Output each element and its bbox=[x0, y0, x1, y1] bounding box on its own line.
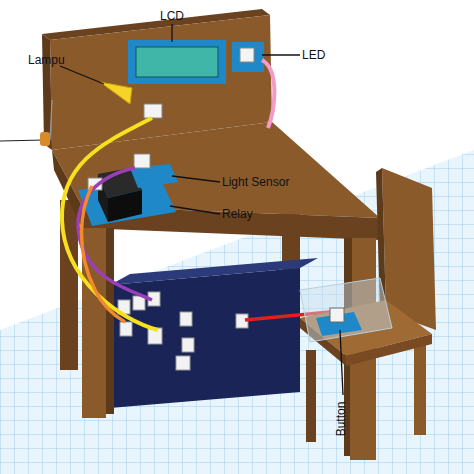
pin-block bbox=[176, 356, 190, 370]
pin-block bbox=[120, 322, 132, 336]
chair-leg bbox=[414, 340, 426, 435]
leader-line bbox=[340, 330, 343, 395]
leader-line bbox=[262, 54, 300, 55]
part-label: LED bbox=[302, 48, 325, 62]
resistor-symbol bbox=[40, 132, 50, 146]
wire bbox=[81, 186, 125, 322]
wire bbox=[50, 100, 52, 140]
chair-leg bbox=[306, 350, 316, 442]
leader-line bbox=[171, 24, 172, 42]
leader-line bbox=[170, 206, 220, 214]
leader-line bbox=[0, 140, 44, 141]
pin-block bbox=[182, 338, 194, 352]
pin-block bbox=[180, 312, 192, 326]
table-leg-side bbox=[106, 228, 114, 414]
lcd-screen bbox=[136, 47, 218, 77]
part-label: Lampu bbox=[28, 53, 65, 67]
connector bbox=[144, 104, 162, 118]
leader-line bbox=[60, 66, 104, 84]
light-sensor bbox=[134, 154, 150, 168]
led-board bbox=[232, 42, 264, 72]
part-label: Relay bbox=[222, 207, 253, 221]
part-label: Light Sensor bbox=[222, 175, 289, 189]
button bbox=[330, 308, 344, 322]
part-label: LCD bbox=[160, 9, 184, 23]
chair-leg bbox=[350, 360, 362, 460]
breadboard-top bbox=[110, 258, 318, 285]
wire bbox=[262, 60, 274, 128]
lcd-board bbox=[128, 40, 226, 84]
relay-front bbox=[108, 190, 142, 222]
led bbox=[240, 48, 254, 62]
leader-line bbox=[172, 176, 220, 182]
button-case bbox=[300, 278, 392, 342]
chair-seat-edge bbox=[346, 334, 432, 366]
lamp bbox=[100, 82, 132, 104]
wire bbox=[62, 118, 158, 330]
part-label: Button bbox=[334, 402, 348, 437]
breadboard bbox=[110, 268, 300, 408]
